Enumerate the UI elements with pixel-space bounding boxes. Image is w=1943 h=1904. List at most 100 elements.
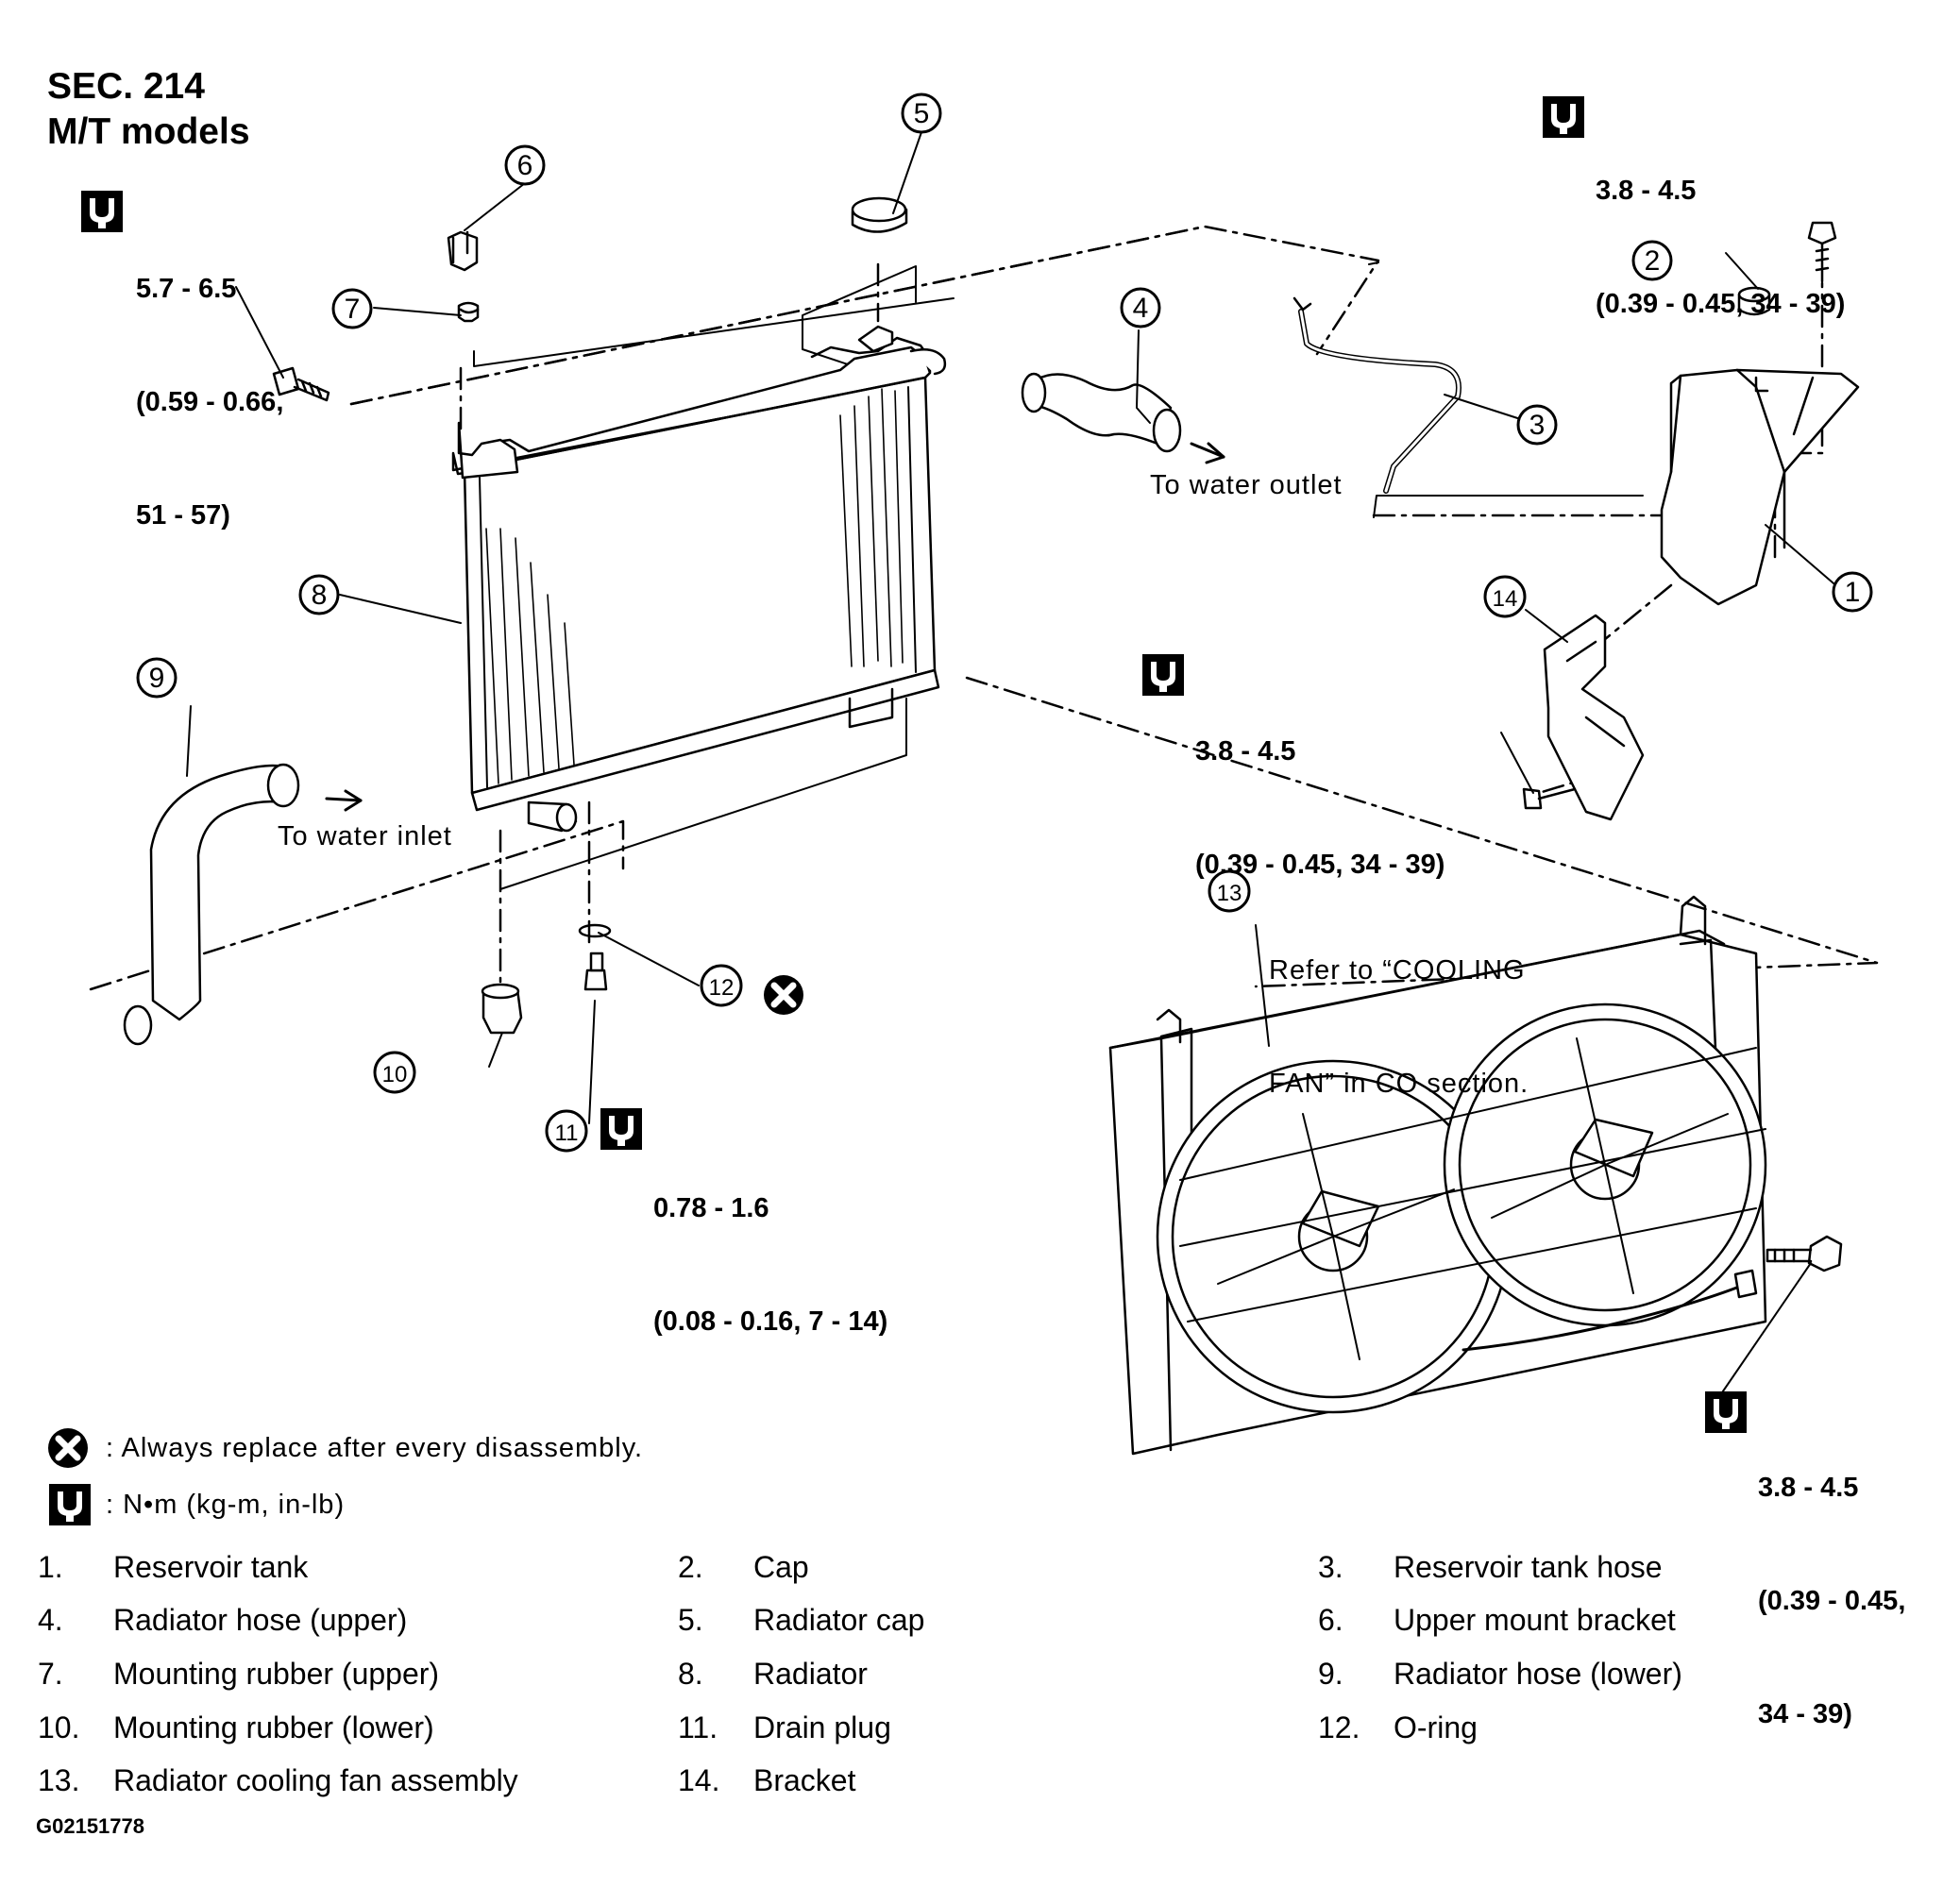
refer-cooling-fan-note: Refer to “COOLING FAN” in CO section. [1269, 876, 1529, 1140]
torque-wrench-icon [1142, 654, 1184, 696]
figure-code: G02151778 [36, 1814, 144, 1838]
callout-14: 14 [1483, 575, 1527, 618]
callout-number: 7 [345, 294, 361, 325]
legend-torque-unit: : N•m (kg-m, in-lb) [106, 1490, 346, 1520]
radiator-illustration [451, 325, 947, 833]
torque-value: 3.8 - 4.5 [1758, 1473, 1859, 1503]
callout-number: 1 [1845, 577, 1861, 608]
part-name: Cap [753, 1550, 809, 1584]
part-number: 11. [678, 1710, 718, 1744]
torque-value: 5.7 - 6.5 [136, 274, 237, 304]
models-label: M/T models [47, 111, 250, 152]
part-name: Mounting rubber (lower) [113, 1710, 434, 1744]
reference-line-left [473, 261, 1379, 367]
legend-replace: : Always replace after every disassembly… [106, 1433, 644, 1463]
torque-spec-top-right: 3.8 - 4.5 (0.39 - 0.45, 34 - 39) [1596, 96, 1845, 361]
part-number: 13. [38, 1763, 80, 1797]
torque-value: (0.39 - 0.45, [1758, 1586, 1906, 1616]
mounting-rubber-lower-illustration [481, 983, 523, 1035]
callout-13: 13 [1208, 869, 1251, 913]
reference-line-bottom [499, 698, 907, 890]
part-name: Mounting rubber (upper) [113, 1657, 440, 1691]
callout-4: 4 [1120, 287, 1161, 329]
torque-spec-top-left: 5.7 - 6.5 (0.59 - 0.66, 51 - 57) [136, 194, 283, 572]
part-number: 7. [38, 1657, 63, 1691]
replace-x-icon [764, 975, 803, 1015]
part-name: Radiator hose (lower) [1394, 1657, 1682, 1691]
torque-value: (0.39 - 0.45, 34 - 39) [1596, 289, 1846, 319]
to-water-inlet-label: To water inlet [278, 821, 452, 851]
part-name: Radiator cap [753, 1603, 925, 1637]
torque-spec-bracket: 3.8 - 4.5 (0.39 - 0.45, 34 - 39) [1195, 657, 1445, 921]
torque-spec-drain-plug: 0.78 - 1.6 (0.08 - 0.16, 7 - 14) [653, 1114, 887, 1378]
torque-wrench-icon [1543, 96, 1584, 138]
callout-number: 9 [149, 663, 165, 694]
torque-value: (0.39 - 0.45, 34 - 39) [1195, 850, 1445, 880]
radiator-cap-illustration [851, 196, 908, 233]
callout-number: 6 [517, 150, 533, 181]
reservoir-hose-illustration [1298, 309, 1461, 494]
part-number: 4. [38, 1603, 63, 1637]
torque-wrench-icon [81, 191, 123, 232]
part-number: 1. [38, 1550, 63, 1584]
callout-2: 2 [1631, 240, 1673, 281]
reservoir-tank-illustration [1660, 286, 1860, 606]
radiator-hose-upper-illustration [1021, 372, 1225, 464]
callout-number: 4 [1133, 293, 1149, 324]
part-number: 6. [1318, 1603, 1343, 1637]
part-number: 10. [38, 1710, 80, 1744]
torque-value: (0.59 - 0.66, [136, 387, 284, 417]
bolt-illustrations [272, 221, 1843, 1272]
radiator-hose-lower-illustration [123, 763, 363, 1046]
torque-spec-fan: 3.8 - 4.5 (0.39 - 0.45, 34 - 39) [1758, 1393, 1905, 1771]
refer-note-line: Refer to “COOLING [1269, 955, 1526, 986]
part-name: Reservoir tank [113, 1550, 309, 1584]
part-name: Radiator cooling fan assembly [113, 1763, 518, 1797]
part-number: 9. [1318, 1657, 1343, 1691]
torque-value: 3.8 - 4.5 [1596, 176, 1697, 206]
part-name: Reservoir tank hose [1394, 1550, 1663, 1584]
callout-9: 9 [136, 657, 177, 699]
callout-number: 2 [1645, 245, 1661, 277]
part-number: 2. [678, 1550, 703, 1584]
torque-wrench-icon [1705, 1391, 1747, 1433]
callout-number: 11 [555, 1120, 579, 1146]
torque-wrench-icon [49, 1484, 91, 1525]
part-number: 12. [1318, 1710, 1360, 1744]
callout-1: 1 [1832, 571, 1873, 613]
reference-line-right [1373, 495, 1644, 518]
callout-number: 10 [382, 1062, 408, 1087]
part-name: O-ring [1394, 1710, 1478, 1744]
part-number: 8. [678, 1657, 703, 1691]
callout-number: 8 [312, 580, 328, 611]
part-name: Radiator [753, 1657, 868, 1691]
callout-7: 7 [331, 288, 373, 329]
callout-number: 12 [709, 975, 735, 1001]
tank-bracket-illustration [1543, 614, 1645, 821]
callout-11: 11 [545, 1109, 588, 1153]
cooling-fan-assembly-illustration [1108, 895, 1767, 1456]
callout-number: 3 [1529, 410, 1546, 441]
part-name: Drain plug [753, 1710, 891, 1744]
to-water-outlet-label: To water outlet [1150, 470, 1343, 500]
drain-plug-parts [578, 923, 612, 991]
part-name: Radiator hose (upper) [113, 1603, 408, 1637]
torque-value: 0.78 - 1.6 [653, 1193, 769, 1223]
callout-8: 8 [298, 574, 340, 615]
callout-3: 3 [1516, 404, 1558, 446]
section-title: SEC. 214 M/T models [47, 64, 250, 155]
callout-12: 12 [700, 964, 743, 1007]
callout-10: 10 [373, 1051, 416, 1094]
callout-number: 14 [1493, 586, 1518, 612]
torque-value: 51 - 57) [136, 500, 230, 531]
part-number: 14. [678, 1763, 720, 1797]
torque-value: (0.08 - 0.16, 7 - 14) [653, 1306, 888, 1337]
refer-note-line: FAN” in CO section. [1269, 1069, 1529, 1099]
callout-5: 5 [901, 93, 942, 134]
upper-mount-parts [447, 230, 480, 323]
section-number: SEC. 214 [47, 66, 205, 107]
callout-number: 13 [1217, 881, 1242, 906]
part-name: Upper mount bracket [1394, 1603, 1676, 1637]
